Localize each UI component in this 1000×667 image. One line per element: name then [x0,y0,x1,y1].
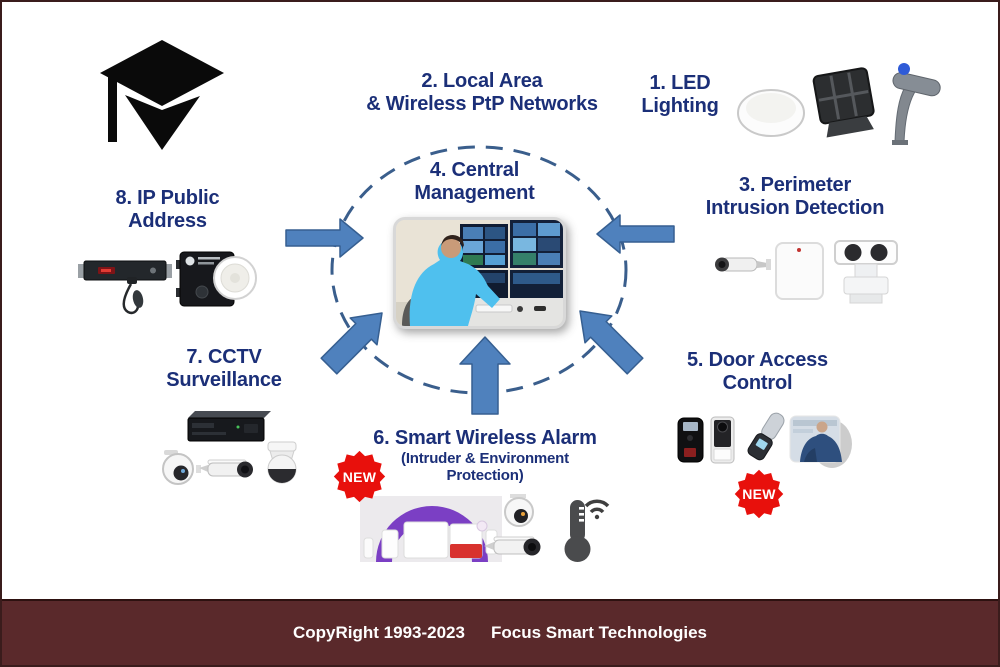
label-line: 6. Smart Wireless Alarm [373,427,597,449]
ceiling-dome-light-icon [737,89,805,137]
label-line: Intrusion Detection [705,196,885,219]
arrow-from-door-icon [579,310,644,375]
label-line: & Wireless PtP Networks [366,92,598,115]
new-badge-door: NEW [733,468,785,520]
perimeter-products-image [715,240,898,304]
footer-bar: CopyRight 1993-2023 Focus Smart Technolo… [2,599,998,665]
alarm-turret-camera-icon [504,494,534,527]
footer-copyright: CopyRight 1993-2023 [293,623,465,642]
label-line: Control [722,371,793,394]
footer-company: Focus Smart Technologies [490,623,707,642]
ceiling-speaker-icon [213,256,257,300]
label-line: 8. IP Public [115,187,220,209]
label-door-access: 5. Door Access Control [660,349,855,395]
label-local-area-networks: 2. Local Area & Wireless PtP Networks [327,70,637,116]
speed-dome-camera-icon [267,441,297,484]
smart-lock-icon [747,412,785,461]
label-line: 1. LED [649,72,711,94]
label-led-lighting: 1. LED Lighting [632,72,728,118]
intrusion-detector-box-icon [775,242,824,300]
arrow-from-cctv-icon [320,312,383,375]
label-line: Lighting [641,94,719,117]
pa-microphone-icon [122,277,144,315]
control-room-photo [393,217,566,329]
rack-amplifier-icon [78,260,172,281]
bullet-camera-icon [196,459,253,478]
installer-photo-icon [789,415,852,468]
label-subline: Protection) [446,467,524,485]
label-subline: (Intruder & Environment [401,449,569,467]
fingerprint-reader-icon [677,417,704,463]
nvr-recorder-icon [187,411,271,442]
control-room-illustration [396,220,563,326]
label-line: Management [414,181,535,204]
label-line: Address [128,209,207,232]
label-ip-public-address: 8. IP Public Address [90,187,245,233]
wireless-alarm-kit-icon [360,496,502,562]
wireless-thermometer-icon [564,499,610,562]
label-line: 4. Central [429,159,520,181]
starburst-icon [734,469,784,519]
led-flood-light-icon [812,67,875,138]
arrow-from-pa-icon [285,218,364,258]
label-line: Surveillance [166,368,282,391]
label-perimeter-intrusion: 3. Perimeter Intrusion Detection [662,174,928,220]
new-badge-alarm: NEW [332,449,387,504]
turret-camera-icon [162,450,194,485]
arrow-from-alarm-icon [459,336,511,415]
label-line: 2. Local Area [421,70,543,92]
ptz-camera-unit-icon [834,240,898,304]
label-smart-wireless-alarm: 6. Smart Wireless Alarm (Intruder & Envi… [360,427,610,484]
new-badge-label: NEW [742,486,776,502]
perimeter-bullet-camera-icon [715,257,771,272]
label-line: 7. CCTV [186,346,262,368]
alarm-bullet-camera-icon [484,536,541,556]
label-line: 3. Perimeter [738,174,852,196]
label-central-management: 4. Central Management [377,159,572,205]
label-cctv-surveillance: 7. CCTV Surveillance [134,346,314,392]
video-door-station-icon [710,416,735,464]
arrow-from-perimeter-icon [596,214,675,254]
door-products-image [677,412,852,468]
led-street-light-icon [892,63,941,145]
starburst-icon [333,450,386,503]
led-products-image [737,63,941,145]
new-badge-label: NEW [342,468,377,485]
graduation-cap-logo-icon [100,40,224,150]
alarm-products-image [360,494,610,562]
pa-products-image [78,251,257,315]
label-line: 5. Door Access [687,349,828,371]
cctv-products-image [162,411,297,485]
